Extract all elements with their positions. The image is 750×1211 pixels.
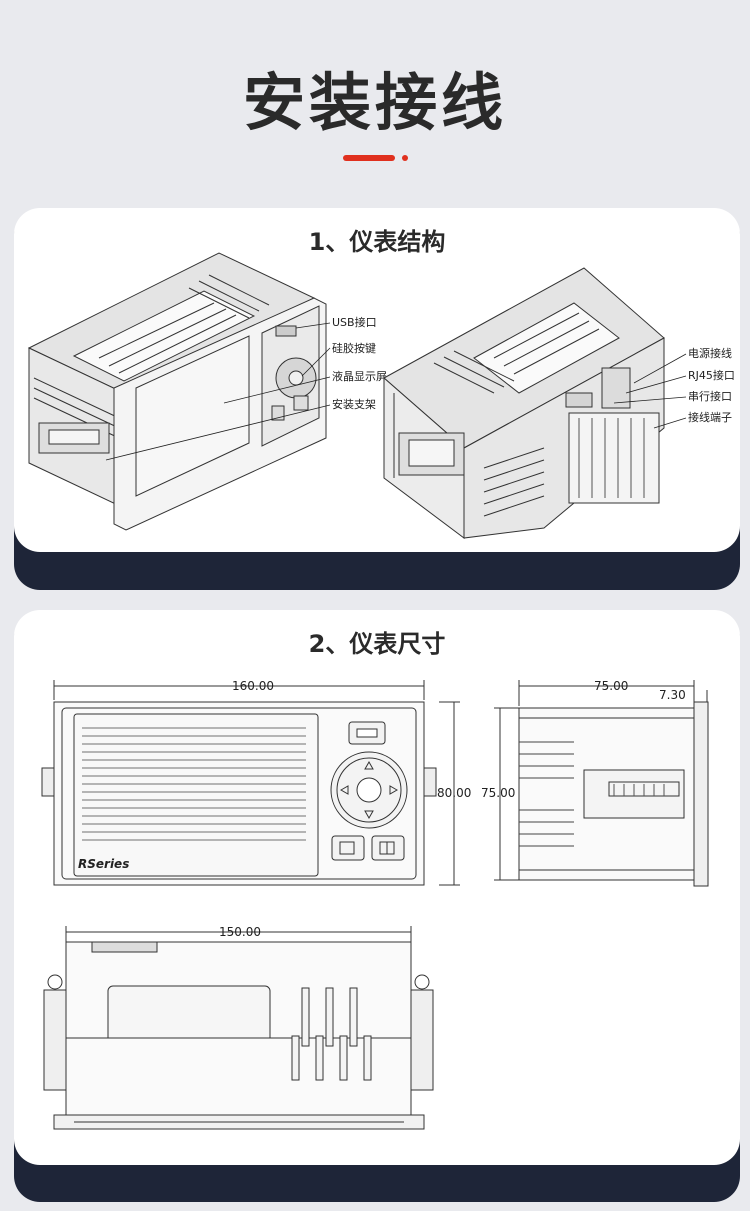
rseries-logo: RSeries [78, 857, 129, 871]
dim-side-height: 75.00 [481, 786, 515, 800]
card-2: 2、仪表尺寸 [14, 610, 740, 1165]
device-front-view [27, 252, 327, 531]
instrument-dimensions-diagram: 160.00 80.00 RSeries [41, 679, 709, 1130]
label-serial: 串行接口 [688, 390, 732, 403]
card-1: 1、仪表结构 [14, 208, 740, 552]
right-leader-lines [613, 353, 687, 429]
side-view [494, 680, 709, 887]
device-rear-view [383, 267, 665, 539]
top-view [43, 926, 434, 1130]
label-terminals: 接线端子 [688, 410, 732, 424]
label-power: 电源接线 [688, 346, 732, 360]
dim-front-height: 80.00 [437, 786, 471, 800]
label-bracket: 安装支架 [332, 397, 376, 411]
page-title: 安装接线 [242, 66, 507, 139]
label-rj45: RJ45接口 [688, 369, 735, 382]
dim-front-width: 160.00 [232, 679, 274, 693]
instrument-structure-diagram: USB接口 硅胶按键 液晶显示屏 安装支架 [27, 252, 735, 539]
dim-top-width: 150.00 [219, 925, 261, 939]
label-lcd: 液晶显示屏 [332, 369, 387, 383]
front-view [41, 680, 460, 886]
label-usb: USB接口 [332, 316, 377, 329]
dim-side-lip: 7.30 [659, 688, 686, 702]
section-1-title: 1、仪表结构 [308, 228, 446, 256]
title-underline [343, 155, 395, 161]
title-dot [402, 155, 408, 161]
label-silicone-keys: 硅胶按键 [332, 341, 376, 355]
dim-side-depth: 75.00 [594, 679, 628, 693]
left-leader-lines [105, 322, 331, 461]
section-2-title: 2、仪表尺寸 [308, 630, 446, 658]
